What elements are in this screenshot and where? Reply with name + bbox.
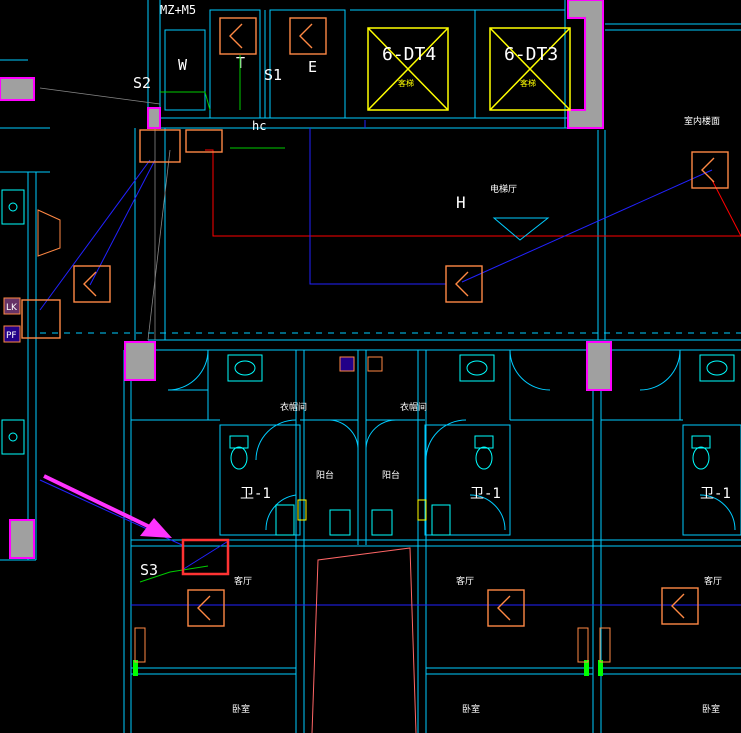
- pink-duct-line: [311, 547, 417, 733]
- bath-fixtures: [227, 354, 735, 536]
- shaft-t-label: T: [236, 54, 245, 72]
- door-swings: [167, 349, 736, 531]
- room-2: 客厅: [456, 575, 474, 587]
- closet-1: 衣帽间: [280, 401, 307, 413]
- arrow-head-icon: [140, 518, 172, 538]
- riser-note: hc: [252, 119, 266, 133]
- bed-1: 卧室: [232, 703, 250, 715]
- highlight-box: [181, 538, 230, 576]
- balcony-1: 阳台: [316, 469, 334, 481]
- balcony-2: 阳台: [382, 469, 400, 481]
- room-1: 客厅: [234, 575, 252, 587]
- green-wires: [139, 55, 285, 583]
- window-markers: [133, 660, 603, 676]
- arrow-shaft: [43, 474, 157, 532]
- bath-1: 卫-1: [240, 486, 271, 502]
- elevator-1-sub: 客梯: [398, 78, 414, 88]
- shaft-s2-label: S2: [133, 74, 151, 92]
- closet-2: 衣帽间: [400, 401, 427, 413]
- shaft-w-label: W: [178, 56, 188, 74]
- guide-lines: [39, 87, 171, 341]
- tag-lk: LK: [6, 303, 18, 313]
- shaft-s1-label: S1: [264, 66, 282, 84]
- devices: [21, 17, 729, 627]
- elevators: [367, 27, 571, 111]
- elevator-2-sub: 客梯: [520, 78, 536, 88]
- room-3: 客厅: [704, 575, 722, 587]
- door-hardware: [134, 627, 611, 663]
- bath-2: 卫-1: [470, 486, 501, 502]
- red-pipes: [205, 149, 741, 237]
- hall-h: H: [456, 193, 466, 212]
- bed-2: 卧室: [462, 703, 480, 715]
- elevator-1-label: 6-DT4: [382, 44, 436, 65]
- s3-label: S3: [140, 561, 158, 579]
- shaft-e-label: E: [308, 58, 317, 76]
- bath-3: 卫-1: [700, 486, 731, 502]
- tag-boxes: [3, 297, 383, 372]
- elevator-2-label: 6-DT3: [504, 44, 558, 65]
- room-right-top: 室内楼面: [684, 115, 720, 127]
- hall-marker: [492, 217, 550, 241]
- top-tag: MZ+M5: [160, 3, 196, 17]
- hall-name: 电梯厅: [490, 183, 517, 195]
- shafts: [164, 9, 346, 119]
- left-fixtures: [1, 189, 61, 455]
- tag-pf: PF: [6, 331, 17, 341]
- bed-3: 卧室: [702, 703, 720, 715]
